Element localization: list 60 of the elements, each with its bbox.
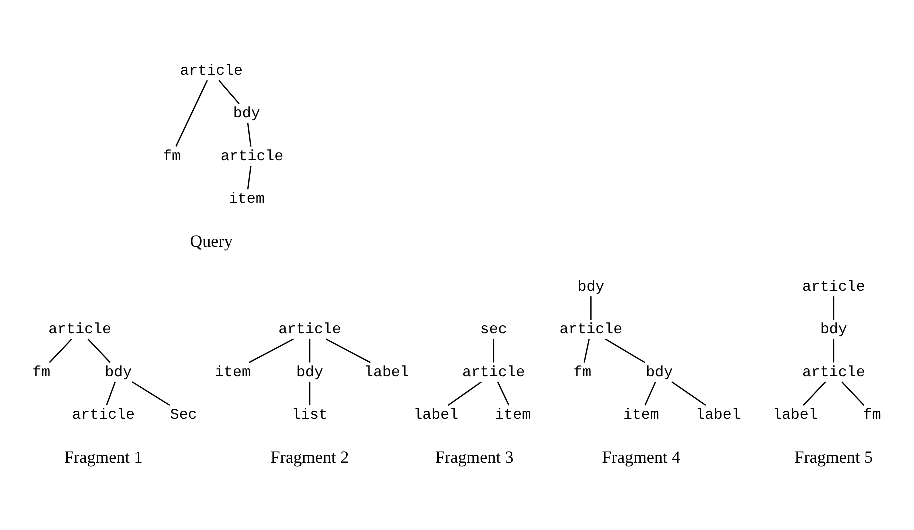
- node-text: article: [220, 148, 284, 165]
- node-text: article: [278, 322, 342, 338]
- node-text: article: [72, 408, 136, 424]
- node-text: bdy: [578, 279, 605, 296]
- node-text: bdy: [105, 364, 132, 381]
- node-text: label: [772, 408, 818, 424]
- node-text: item: [228, 192, 265, 208]
- node-text: label: [414, 408, 459, 424]
- node-text: label: [364, 364, 410, 381]
- label: Fragment 3: [435, 448, 514, 467]
- node-text: article: [48, 322, 112, 338]
- node-text: fm: [574, 364, 592, 381]
- connector: [493, 338, 495, 362]
- node-text: bdy: [646, 364, 674, 381]
- node-text: bdy: [296, 364, 324, 381]
- connector: [803, 381, 826, 406]
- connector: [88, 338, 111, 363]
- connector: [249, 338, 294, 363]
- node-text: fm: [863, 408, 882, 424]
- node-text: fm: [163, 148, 182, 165]
- label: Fragment 1: [64, 448, 143, 467]
- connector: [497, 381, 510, 406]
- connector: [49, 338, 72, 363]
- connector: [309, 382, 311, 406]
- node-text: article: [802, 279, 866, 296]
- node-text: article: [560, 322, 623, 338]
- connector: [584, 338, 590, 362]
- connector: [106, 381, 116, 406]
- connector: [247, 166, 252, 190]
- label: Query: [190, 232, 233, 251]
- connector: [132, 381, 170, 406]
- label: Fragment 4: [602, 448, 681, 467]
- node-text: item: [215, 364, 251, 381]
- connector: [842, 381, 865, 406]
- node-text: article: [802, 364, 866, 381]
- connector: [218, 80, 240, 104]
- node-text: bdy: [233, 106, 260, 122]
- connector: [326, 338, 371, 363]
- node-text: Sec: [170, 408, 198, 424]
- node-text: fm: [32, 364, 51, 381]
- connector: [590, 296, 592, 320]
- connector: [644, 381, 656, 406]
- connector: [448, 381, 482, 406]
- label: Fragment 5: [794, 448, 874, 467]
- node-text: item: [623, 408, 660, 424]
- label: Fragment 2: [270, 448, 350, 467]
- connector: [247, 122, 252, 146]
- node-text: bdy: [820, 322, 848, 338]
- node-text: list: [292, 408, 328, 424]
- node-text: article: [180, 63, 244, 80]
- connector: [176, 80, 208, 146]
- node-text: sec: [480, 322, 508, 338]
- node-text: item: [495, 408, 532, 424]
- connector: [672, 381, 706, 406]
- connector: [309, 338, 311, 362]
- node-text: label: [696, 408, 741, 424]
- connector: [833, 296, 835, 320]
- connector: [833, 338, 835, 362]
- connector: [605, 338, 646, 363]
- node-text: article: [462, 364, 526, 381]
